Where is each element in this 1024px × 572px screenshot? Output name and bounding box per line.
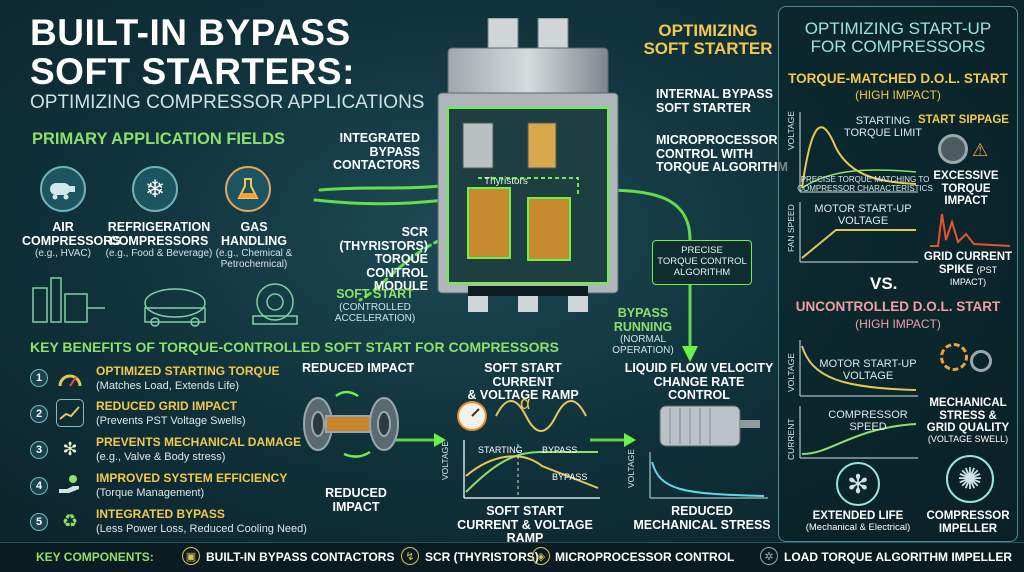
motor-startup-label-2: MOTOR START-UP VOLTAGE: [819, 358, 917, 383]
compressor-speed-chart: [799, 406, 918, 459]
page-title: BUILT-IN BYPASS SOFT STARTERS:: [30, 12, 355, 92]
warning-icon: ⚠: [972, 140, 989, 160]
applications-heading: PRIMARY APPLICATION FIELDS: [32, 130, 286, 148]
benefit-number-4: 4: [30, 477, 48, 495]
uncontrolled-voltage-chart: [799, 340, 918, 397]
motor-illustration: [649, 405, 768, 499]
current-axis: CURRENT: [786, 418, 796, 460]
benefit-detail-2: (Prevents PST Voltage Swells): [96, 415, 246, 427]
extended-life-label: EXTENDED LIFE (Mechanical & Electrical): [805, 510, 911, 533]
benefit-detail-4: (Torque Management): [96, 487, 205, 499]
gear-grey-icon: [970, 350, 992, 372]
benefit-title-5: INTEGRATED BYPASS: [96, 507, 225, 521]
grid-spike-chart: [930, 213, 1011, 247]
footer-item-microprocessor: MICROPROCESSOR CONTROL: [555, 550, 735, 564]
uncontrolled-subtitle: (HIGH IMPACT): [855, 317, 941, 331]
application-equipment-illustration: [32, 277, 298, 327]
bypass-label-top: BYPASS: [542, 445, 578, 455]
starting-torque-limit-label: STARTING TORQUE LIMIT: [843, 115, 923, 140]
key-components-footer: [0, 542, 1024, 572]
page-subtitle: OPTIMIZING COMPRESSOR APPLICATIONS: [30, 92, 425, 113]
ramp-title: SOFT START CURRENT & VOLTAGE RAMP: [467, 361, 579, 402]
uncontrolled-title: UNCONTROLLED D.O.L. START: [795, 299, 1001, 314]
benefit-number-2: 2: [30, 405, 48, 423]
reduced-impact-top-label: REDUCED IMPACT: [302, 361, 415, 375]
callout-scr-module: SCR (THYRISTORS) TORQUE CONTROL MODULE: [339, 225, 428, 293]
torque-matched-title: TORQUE-MATCHED D.O.L. START: [788, 71, 1008, 86]
benefits-heading: KEY BENEFITS OF TORQUE-CONTROLLED SOFT S…: [30, 339, 559, 355]
benefit-detail-1: (Matches Load, Extends Life): [96, 380, 240, 392]
alpha-symbol: α: [520, 393, 531, 413]
hand-leaf-icon: [56, 470, 84, 498]
benefit-number-3: 3: [30, 441, 48, 459]
fan-icon-extended-life: ✻: [836, 462, 880, 506]
torque-matched-subtitle: (HIGH IMPACT): [855, 88, 941, 102]
right-panel-heading: OPTIMIZING START-UP FOR COMPRESSORS: [804, 19, 992, 56]
footer-label: KEY COMPONENTS:: [36, 550, 154, 564]
fan-speed-chart: [799, 202, 918, 263]
callout-integrated-bypass: INTEGRATED BYPASS CONTACTORS: [332, 131, 420, 172]
startup-comparison-panel: [778, 6, 1018, 542]
gauge-icon: [56, 364, 84, 392]
callout-microprocessor: MICROPROCESSOR CONTROL WITH TORQUE ALGOR…: [656, 133, 788, 174]
torque-matched-chart: [799, 112, 918, 193]
gear-icon: [938, 134, 968, 164]
gear-orange-icon: [940, 343, 968, 371]
precise-matching-label: PRECISE TORQUE MATCHING TO COMPRESSOR CH…: [797, 175, 933, 193]
thyristor-icon: ↯: [401, 547, 419, 565]
footer-item-scr: SCR (THYRISTORS): [425, 550, 539, 564]
excessive-torque-label: EXCESSIVE TORQUE IMPACT: [933, 170, 999, 208]
fan-icon: ✻: [62, 438, 78, 459]
reduced-impact-bottom-label: REDUCED IMPACT: [325, 486, 387, 514]
app-air-compressors: AIR COMPRESSORS (e.g., HVAC): [22, 220, 121, 259]
compressor-impeller-label: COMPRESSOR IMPELLER: [926, 510, 1010, 535]
soft-starter-device: [437, 18, 619, 312]
optimizing-soft-starter-heading: OPTIMIZING SOFT STARTER: [643, 21, 773, 58]
benefit-number-5: 5: [30, 513, 48, 531]
flask-icon: [225, 166, 271, 212]
callout-soft-start: SOFT START (CONTROLLED ACCELERATION): [334, 287, 416, 324]
air-compressor-icon: [40, 166, 86, 212]
chart-icon: [56, 399, 84, 427]
fan-speed-axis: FAN SPEED: [786, 204, 796, 252]
callout-bypass-running: BYPASS RUNNING (NORMAL OPERATION): [612, 306, 674, 356]
mechanical-grid-label: MECHANICAL STRESS & GRID QUALITY (VOLTAG…: [926, 397, 1010, 444]
footer-item-algorithm: LOAD TORQUE ALGORITHM IMPELLER: [784, 550, 1012, 564]
app-gas-handling: GAS HANDLING (e.g., Chemical & Petrochem…: [215, 220, 293, 270]
recycle-icon: ♻: [61, 510, 79, 531]
app-refrigeration-compressors: REFRIGERATION COMPRESSORS (e.g., Food & …: [105, 220, 213, 259]
grid-current-spike-label: GRID CURRENT SPIKE (PST IMPACT): [923, 251, 1013, 288]
contactor-icon: ▣: [182, 547, 200, 565]
microprocessor-icon: ◈: [532, 547, 550, 565]
bypass-label-bottom: BYPASS: [552, 472, 588, 482]
benefit-title-1: OPTIMIZED STARTING TORQUE: [96, 364, 280, 378]
benefit-number-1: 1: [30, 369, 48, 387]
start-slippage-label: START SIPPAGE: [918, 114, 1009, 126]
impeller-footer-icon: ✲: [760, 547, 778, 565]
benefit-detail-3: (e.g., Valve & Body stress): [96, 451, 226, 463]
footer-item-contactors: BUILT-IN BYPASS CONTACTORS: [206, 550, 395, 564]
thyristors-label: Thyristors: [484, 176, 528, 187]
ramp-waveform-chart: [457, 400, 600, 499]
ramp-bottom-label: SOFT START CURRENT & VOLTAGE RAMP: [457, 504, 593, 545]
liquid-flow-label: LIQUID FLOW VELOCITY CHANGE RATE CONTROL: [624, 361, 774, 402]
benefit-title-2: REDUCED GRID IMPACT: [96, 399, 238, 413]
vs-label: VS.: [870, 274, 898, 293]
compressor-speed-label: COMPRESSOR SPEED: [828, 409, 908, 434]
voltage-axis-label: VOLTAGE: [440, 441, 450, 480]
motor-startup-label: MOTOR START-UP VOLTAGE: [814, 203, 912, 228]
bearing-shaft-illustration: [303, 390, 399, 458]
callout-internal-bypass: INTERNAL BYPASS SOFT STARTER: [656, 87, 773, 115]
benefit-detail-5: (Less Power Loss, Reduced Cooling Need): [96, 523, 307, 535]
voltage-axis-label-2: VOLTAGE: [626, 449, 636, 488]
starting-label: STARTING: [478, 445, 523, 455]
unc-voltage-axis: VOLTAGE: [786, 353, 796, 392]
reduced-mechanical-stress-label: REDUCED MECHANICAL STRESS: [633, 504, 771, 532]
rp-voltage-axis: VOLTAGE: [786, 111, 796, 150]
benefit-title-4: IMPROVED SYSTEM EFFICIENCY: [96, 471, 288, 485]
benefit-title-3: PREVENTS MECHANICAL DAMAGE: [96, 435, 302, 449]
snowflake-icon: ❄: [132, 166, 178, 212]
precise-torque-algorithm-box: PRECISE TORQUE CONTROL ALGORITHM: [652, 240, 752, 285]
impeller-icon: ✺: [946, 455, 994, 503]
